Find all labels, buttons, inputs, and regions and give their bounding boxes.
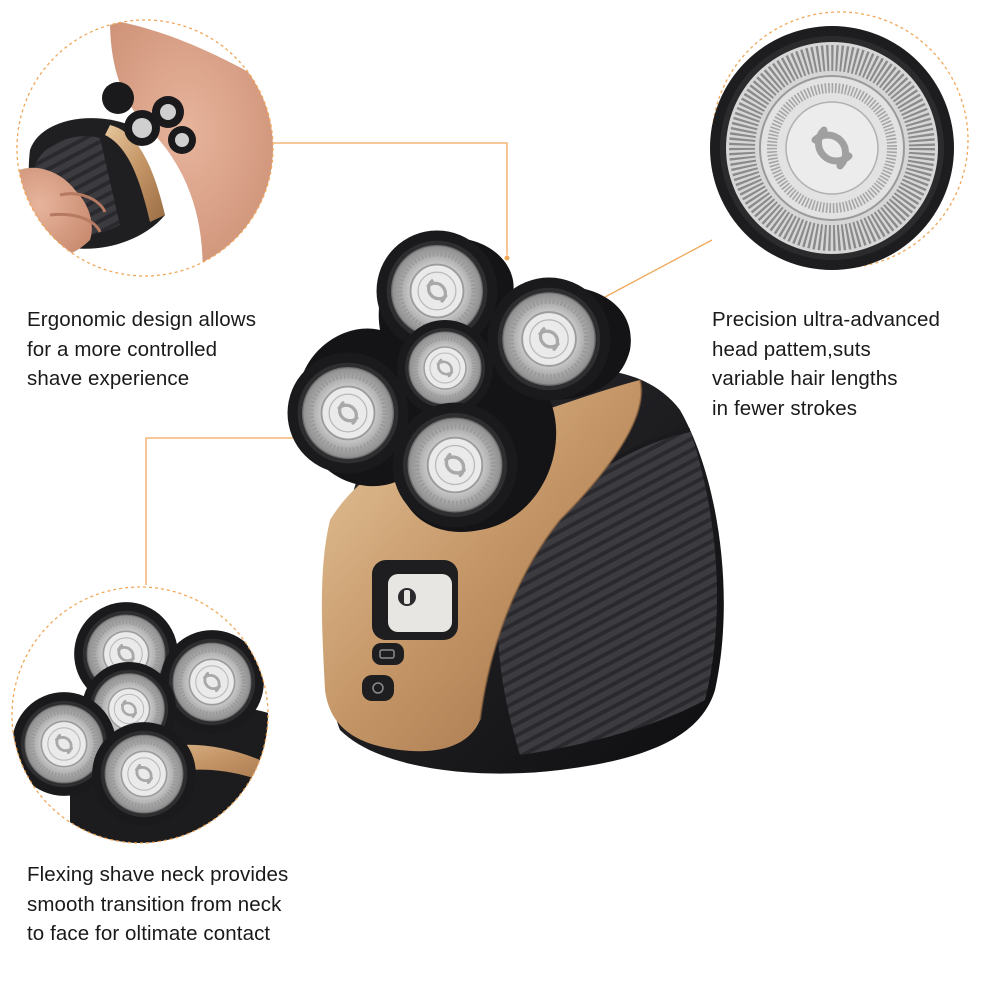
shaver-head-icon <box>288 353 409 474</box>
callout-line-flexing <box>145 437 300 585</box>
shaver-head-icon <box>393 403 518 528</box>
caption-line: head pattem,suts <box>712 337 871 361</box>
inset-ergonomic-use <box>16 19 274 277</box>
caption-line: Flexing shave neck provides <box>27 863 289 886</box>
caption-ergonomic: Ergonomic design allows for a more contr… <box>27 305 256 394</box>
caption-line: Precision ultra-advanced <box>712 308 941 331</box>
callout-line-precision <box>589 239 713 306</box>
power-button-icon[interactable] <box>372 560 458 640</box>
caption-line: in fewer strokes <box>712 396 858 420</box>
caption-line: shave experience <box>27 367 190 390</box>
caption-precision: Precision ultra-advanced head pattem,sut… <box>712 305 940 423</box>
callout-line-ergonomic <box>270 142 508 255</box>
main-shaver <box>288 231 724 774</box>
shaver-head-icon <box>397 320 493 416</box>
caption-flexing: Flexing shave neck provides smooth trans… <box>27 860 288 949</box>
charge-port-icon <box>362 675 394 701</box>
shaver-head-icon <box>488 278 611 401</box>
caption-line: variable hair lengths <box>712 367 898 390</box>
caption-line: smooth transition from neck <box>27 892 282 916</box>
inset-flexing-neck <box>11 586 269 844</box>
inset-head-closeup <box>710 11 969 270</box>
battery-led-icon <box>372 643 404 665</box>
caption-line: to face for oltimate contact <box>27 922 271 945</box>
head-cluster <box>288 231 631 532</box>
caption-line: Ergonomic design allows <box>27 308 257 331</box>
caption-line: for a more controlled <box>27 337 218 361</box>
